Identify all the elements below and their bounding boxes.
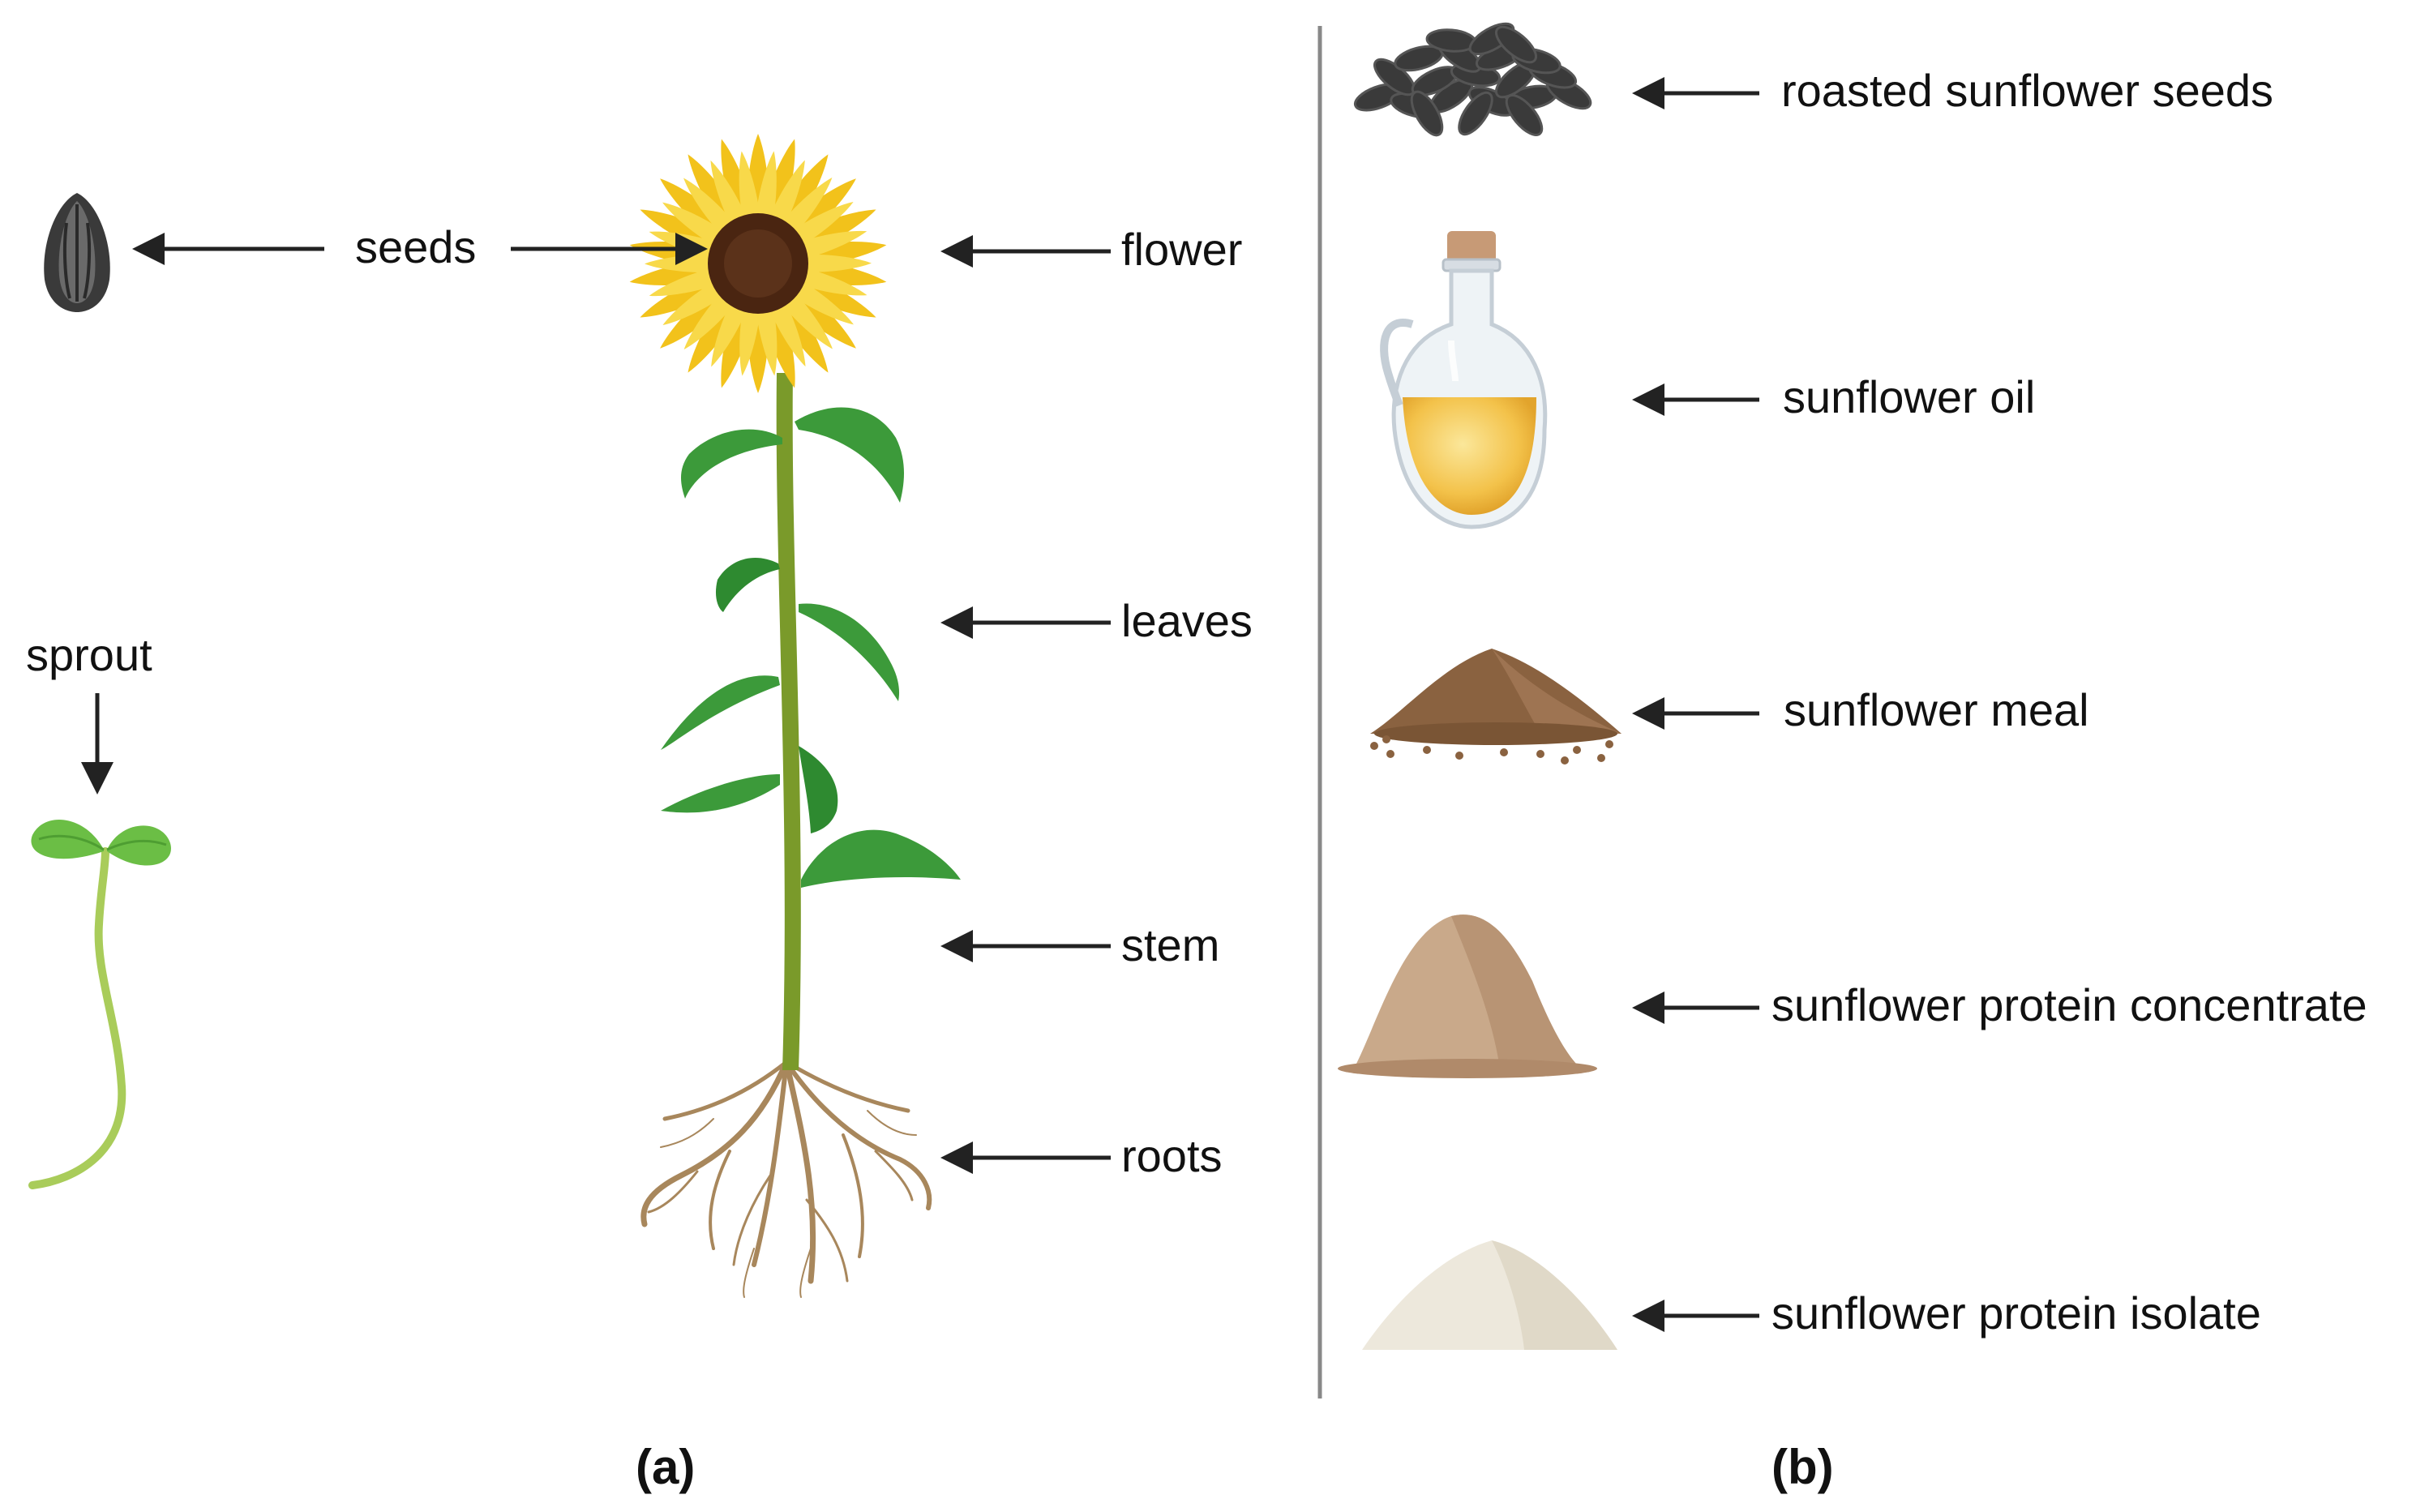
meal-crumb [1500,748,1508,756]
label-concentrate: sunflower protein concentrate [1771,979,2367,1030]
panel-b-label: (b) [1771,1440,1834,1494]
label-seeds: seeds [355,221,477,272]
sprout-icon [28,819,171,1189]
meal-crumb [1455,752,1463,760]
meal-crumb [1561,756,1569,765]
leaves-icon [661,407,961,888]
roots-icon [640,1059,932,1298]
meal-crumb [1386,750,1394,758]
meal-crumb [1370,742,1378,750]
meal-crumbs [1370,735,1613,765]
meal-crumb [1382,735,1390,743]
meal-pile-icon [1370,649,1621,745]
roasted-seed [1458,91,1493,136]
label-meal: sunflower meal [1784,684,2089,735]
panel-a-label: (a) [636,1440,696,1494]
stem-icon [776,373,801,1070]
label-flower: flower [1121,224,1243,275]
label-sprout: sprout [26,629,152,680]
label-oil: sunflower oil [1783,371,2036,422]
concentrate-pile-icon [1338,914,1597,1078]
meal-crumb [1536,750,1544,758]
meal-crumb [1605,740,1613,748]
roasted-seed [1495,25,1537,64]
seed-icon [44,193,110,312]
roasted-seeds-icon [1353,22,1592,137]
oil-bottle-icon [1380,231,1548,529]
roasted-seed [1505,94,1544,136]
meal-crumb [1573,746,1581,754]
label-stem: stem [1121,919,1220,970]
label-leaves: leaves [1121,595,1253,646]
isolate-pile-icon [1362,1240,1617,1350]
label-roasted-seeds: roasted sunflower seeds [1781,65,2274,116]
label-roots: roots [1121,1130,1223,1181]
roasted-seed [1410,90,1444,137]
meal-crumb [1423,746,1431,754]
meal-crumb [1597,754,1605,762]
flower-disc-center [724,229,792,298]
label-isolate: sunflower protein isolate [1771,1287,2261,1339]
